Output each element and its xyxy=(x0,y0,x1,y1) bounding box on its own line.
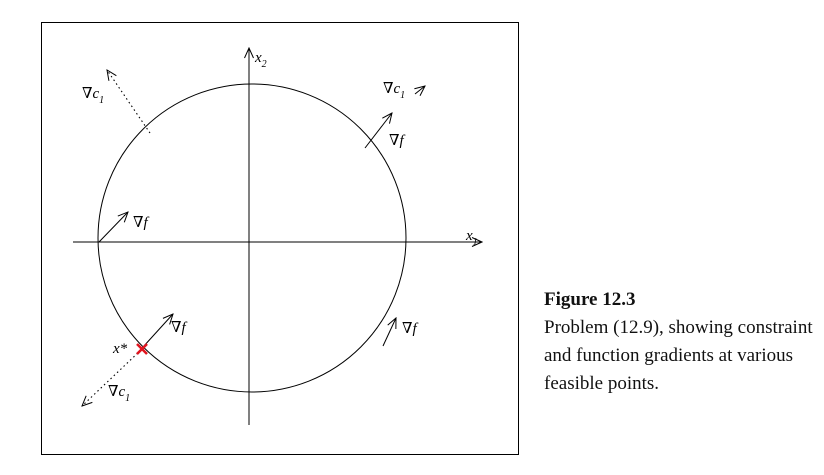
grad-c1-upper-left-arrow xyxy=(107,70,151,134)
caption-title: Figure 12.3 xyxy=(544,289,636,310)
figure-caption: Figure 12.3 Problem (12.9), showing cons… xyxy=(544,286,814,398)
grad-f-lower-left-arrow xyxy=(142,314,173,348)
grad-c1-upper-right-arrow xyxy=(415,86,425,94)
caption-text: Problem (12.9), showing constraint and f… xyxy=(544,317,813,394)
grad-f-left-label: ∇f xyxy=(133,215,149,231)
grad-f-lower-right-label: ∇f xyxy=(402,321,418,337)
grad-f-upper-right-arrow xyxy=(364,113,392,149)
feasible-circle xyxy=(97,83,407,393)
x2-axis-label: x2 xyxy=(254,50,267,70)
optimum-label: x* xyxy=(112,341,128,357)
grad-c1-upper-left-label: ∇c1 xyxy=(82,86,104,106)
grad-c1-lower-left-label: ∇c1 xyxy=(108,384,130,404)
grad-c1-lower-left-arrow xyxy=(82,349,142,406)
figure-frame xyxy=(41,22,519,455)
x1-axis-label: x1 xyxy=(465,228,478,248)
grad-f-left-arrow xyxy=(98,212,128,243)
grad-c1-upper-right-label: ∇c1 xyxy=(383,81,405,101)
grad-f-lower-left-label: ∇f xyxy=(171,320,187,336)
grad-f-upper-right-label: ∇f xyxy=(389,133,405,149)
optimum-marker xyxy=(136,343,148,355)
grad-f-lower-right-arrow xyxy=(382,318,396,347)
